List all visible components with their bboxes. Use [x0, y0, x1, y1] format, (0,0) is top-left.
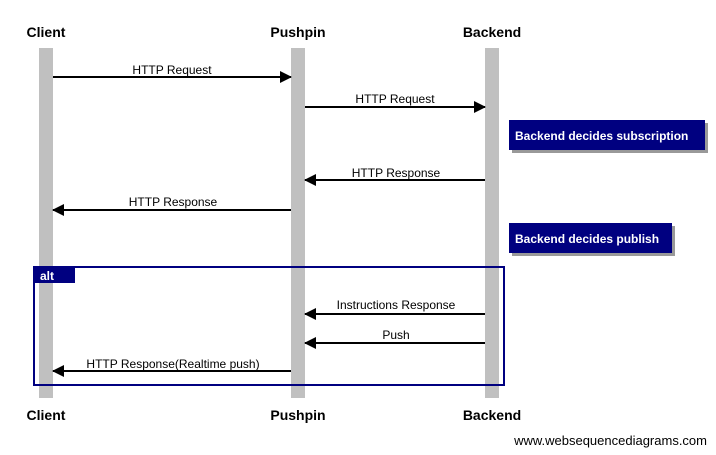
message-label: HTTP Response(Realtime push) [86, 357, 259, 371]
message-label: Instructions Response [337, 298, 456, 312]
participant-backend-bottom: Backend [463, 407, 521, 423]
lifeline-client [39, 48, 53, 398]
message-label: HTTP Response [129, 195, 218, 209]
note-box [509, 223, 672, 253]
message-label: HTTP Request [355, 92, 435, 106]
participant-client-top: Client [27, 24, 66, 40]
note-text: Backend decides subscription [515, 129, 688, 143]
participant-client-bottom: Client [27, 407, 66, 423]
participant-pushpin-bottom: Pushpin [270, 407, 325, 423]
note-text: Backend decides publish [515, 232, 659, 246]
alt-fragment-frame [33, 266, 505, 386]
participant-pushpin-top: Pushpin [270, 24, 325, 40]
message-label: HTTP Response [352, 166, 441, 180]
alt-fragment-tab [35, 268, 75, 283]
watermark: www.websequencediagrams.com [513, 433, 707, 448]
lifeline-pushpin [291, 48, 305, 398]
message-label: Push [382, 328, 409, 342]
alt-fragment-label: alt [40, 269, 54, 283]
message-label: HTTP Request [132, 63, 212, 77]
lifeline-backend [485, 48, 499, 398]
participant-backend-top: Backend [463, 24, 521, 40]
note-box [509, 120, 705, 150]
